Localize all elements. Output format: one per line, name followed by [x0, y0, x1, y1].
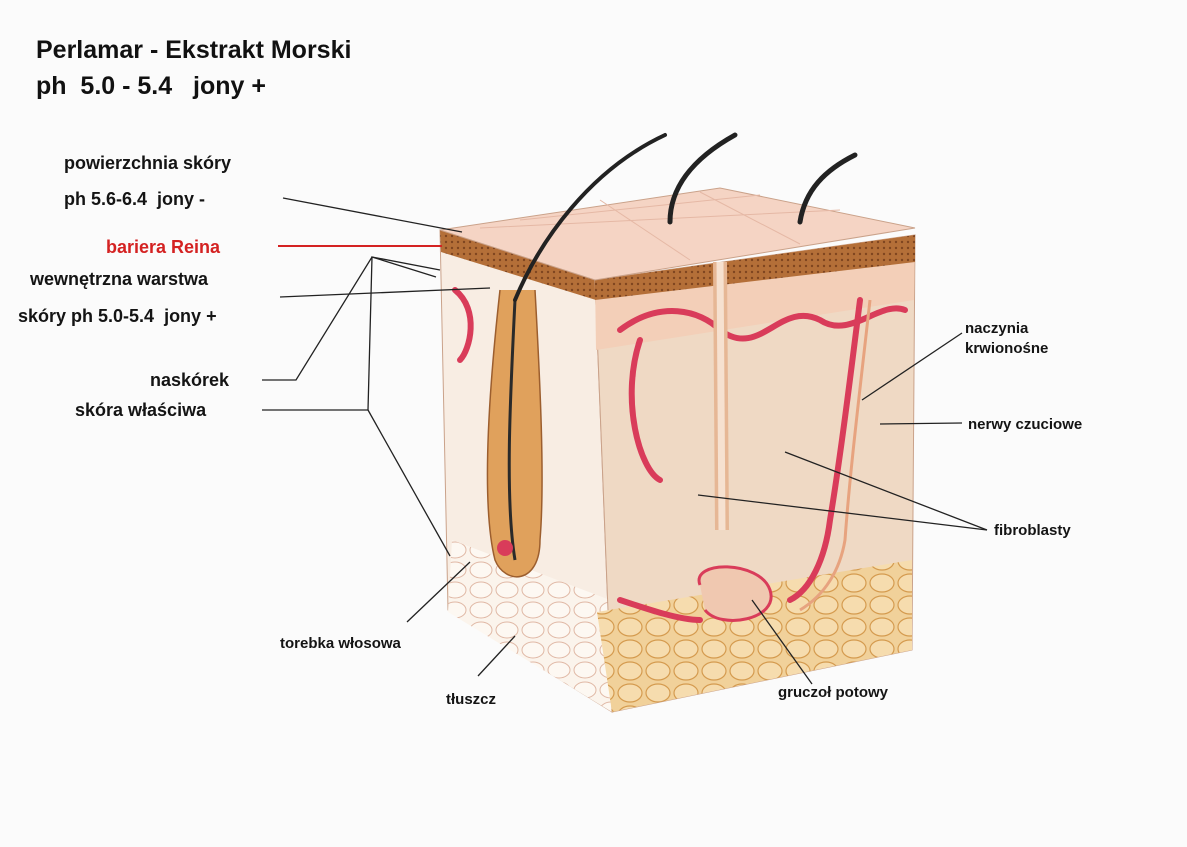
label-inner-layer-ph: skóry ph 5.0-5.4 jony +: [18, 305, 217, 327]
label-inner-layer: wewnętrzna warstwa: [30, 268, 208, 290]
label-sweat-gland: gruczoł potowy: [778, 682, 888, 704]
label-rein-barrier: bariera Reina: [106, 236, 220, 258]
label-fat: tłuszcz: [446, 689, 496, 711]
label-sensory-nerves: nerwy czuciowe: [968, 414, 1082, 436]
label-skin-surface: powierzchnia skóry: [64, 152, 231, 174]
label-dermis: skóra właściwa: [75, 399, 206, 421]
label-blood-vessels-2: krwionośne: [965, 338, 1048, 360]
label-hair-follicle: torebka włosowa: [280, 633, 401, 655]
label-surface-ph: ph 5.6-6.4 jony -: [64, 188, 205, 210]
label-epidermis: naskórek: [150, 369, 229, 391]
label-blood-vessels-1: naczynia: [965, 318, 1028, 340]
block-front-face: [595, 235, 915, 712]
label-fibroblasts: fibroblasty: [994, 520, 1071, 542]
